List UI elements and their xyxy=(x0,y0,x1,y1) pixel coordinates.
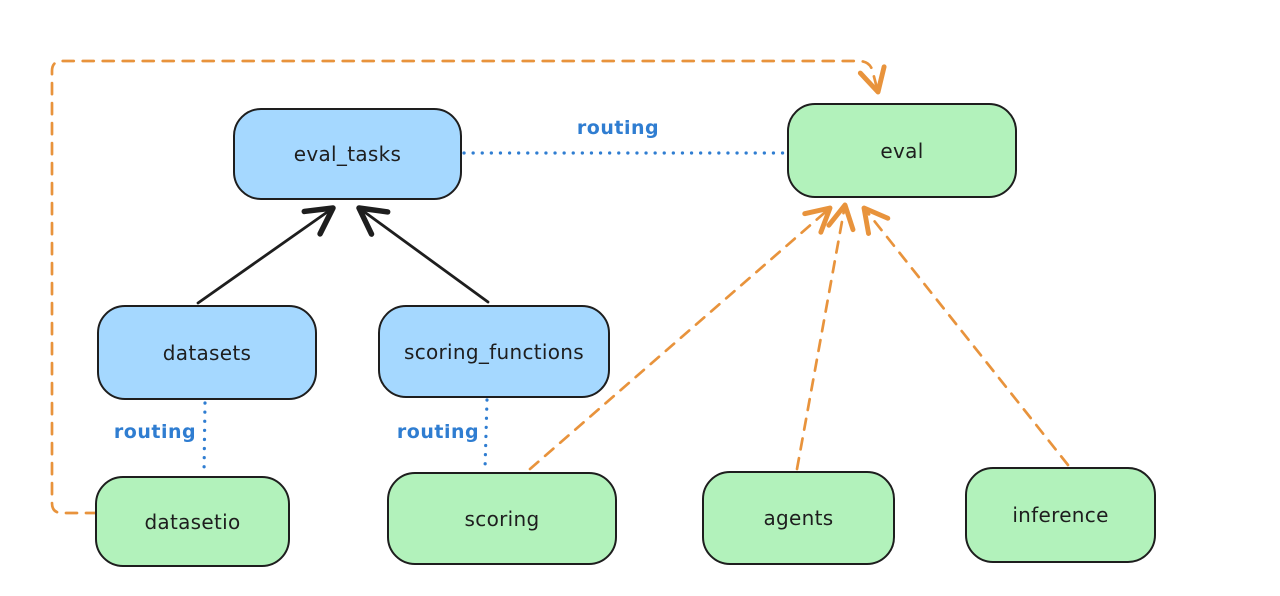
routing-label-datasets-datasetio: routing xyxy=(113,421,197,443)
node-eval-label: eval xyxy=(880,138,924,163)
node-datasetio: datasetio xyxy=(95,476,290,567)
node-datasets: datasets xyxy=(97,305,317,400)
edge-scoring-functions-to-eval-tasks xyxy=(356,205,490,304)
routing-label-scoring-functions-scoring: routing xyxy=(396,421,480,443)
node-agents: agents xyxy=(702,471,895,565)
node-datasetio-label: datasetio xyxy=(144,509,241,534)
node-inference-label: inference xyxy=(1012,503,1109,527)
node-datasets-label: datasets xyxy=(162,340,252,365)
edge-inference-to-eval xyxy=(861,205,1070,467)
node-scoring-functions-label: scoring_functions xyxy=(403,339,585,364)
node-scoring-functions: scoring_functions xyxy=(378,305,610,398)
node-inference: inference xyxy=(965,467,1156,563)
edge-datasetio-to-eval xyxy=(50,59,887,515)
edge-datasets-to-eval-tasks xyxy=(196,205,336,305)
node-eval: eval xyxy=(787,103,1017,198)
node-scoring: scoring xyxy=(387,472,617,565)
edge-agents-to-eval xyxy=(795,202,856,471)
node-eval-tasks-label: eval_tasks xyxy=(293,142,402,166)
routing-label-eval-tasks-eval: routing xyxy=(576,117,660,139)
node-scoring-label: scoring xyxy=(464,506,540,531)
node-agents-label: agents xyxy=(763,506,834,530)
node-eval-tasks: eval_tasks xyxy=(233,108,462,200)
